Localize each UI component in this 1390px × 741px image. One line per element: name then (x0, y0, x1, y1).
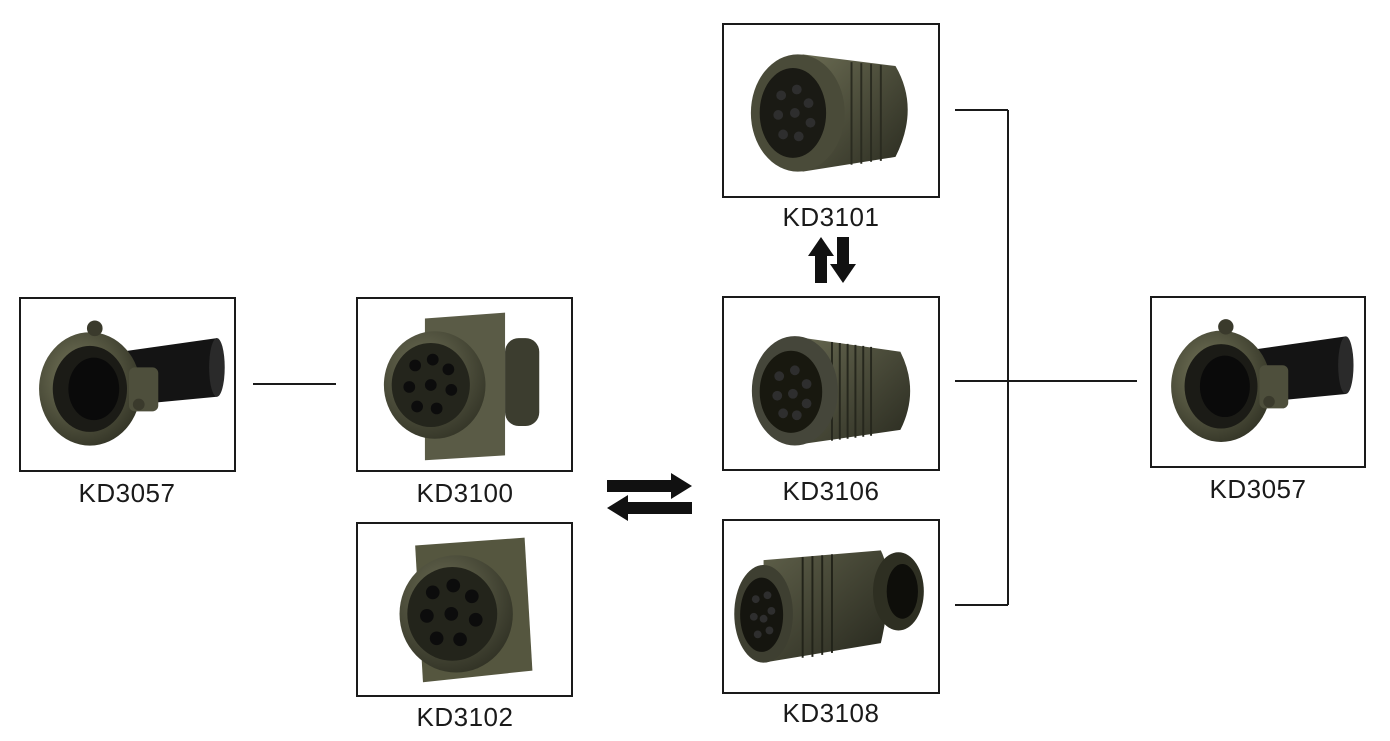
left-right-exchange-arrows-icon (607, 473, 692, 521)
part-box-box-mount[interactable] (356, 522, 573, 697)
square-flange-icon (399, 537, 533, 683)
part-label-free-106: KD3106 (782, 476, 880, 506)
flange-plug-icon (383, 312, 540, 461)
backshell-clamp-icon (39, 320, 225, 446)
up-down-exchange-arrows-icon (808, 237, 856, 283)
right-angle-plug-icon (734, 550, 924, 663)
part-box-free-106[interactable] (722, 296, 940, 471)
straight-plug-icon (750, 54, 908, 172)
backshell-clamp-icon (1171, 319, 1354, 442)
part-box-right-adapter[interactable] (1150, 296, 1366, 468)
part-label-left-adapter: KD3057 (78, 478, 176, 508)
part-box-left-adapter[interactable] (19, 297, 236, 472)
part-box-wall-mount[interactable] (356, 297, 573, 472)
part-box-free-108[interactable] (722, 519, 940, 694)
part-label-free-101: KD3101 (782, 202, 880, 232)
part-box-free-101[interactable] (722, 23, 940, 198)
part-label-wall-mount: KD3100 (416, 478, 514, 508)
part-label-free-108: KD3108 (782, 698, 880, 728)
part-label-right-adapter: KD3057 (1209, 474, 1307, 504)
straight-plug-knurled-icon (751, 336, 911, 446)
part-label-box-mount: KD3102 (416, 702, 514, 732)
